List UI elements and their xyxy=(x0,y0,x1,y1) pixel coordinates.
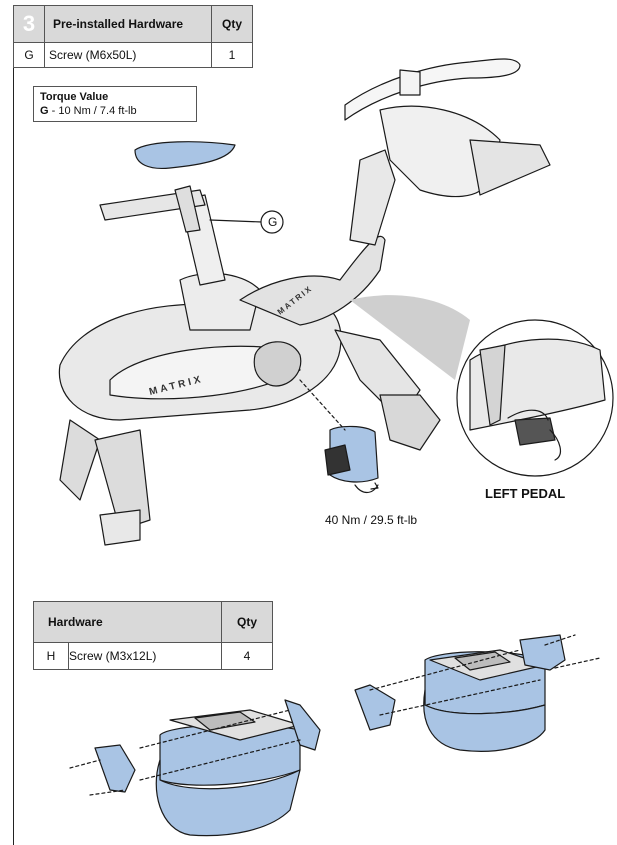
hardware-table-title: Hardware xyxy=(33,601,222,643)
preinstalled-hardware-table: 3 Pre-installed Hardware Qty G Screw (M6… xyxy=(13,5,253,68)
pedal-torque-label: 40 Nm / 29.5 ft-lb xyxy=(325,513,418,527)
callout-g-label: G xyxy=(268,215,278,229)
seat xyxy=(134,141,236,170)
qty-header: Qty xyxy=(211,5,253,43)
torque-title: Torque Value xyxy=(40,91,109,103)
callout-g-circle xyxy=(260,210,284,234)
hardware-name: Screw (M3x12L) xyxy=(68,642,222,670)
hardware-qty: 4 xyxy=(221,642,273,670)
torque-value: - 10 Nm / 7.4 ft-lb xyxy=(51,105,137,117)
pedal-assembly-right xyxy=(354,634,601,752)
table-row: H Screw (M3x12L) 4 xyxy=(33,642,273,670)
hardware-table: Hardware Qty H Screw (M3x12L) 4 xyxy=(33,601,273,670)
handlebar xyxy=(344,58,551,246)
detail-loupe xyxy=(350,295,614,477)
table-row: G Screw (M6x50L) 1 xyxy=(13,42,253,68)
page-margin-line xyxy=(13,5,14,845)
step-number: 3 xyxy=(13,5,45,43)
hardware-qty: 1 xyxy=(211,42,253,68)
torque-value-box: Torque Value G - 10 Nm / 7.4 ft-lb xyxy=(33,86,197,122)
hardware-id: H xyxy=(33,642,69,670)
hardware-qty-header: Qty xyxy=(221,601,273,643)
seat-post xyxy=(99,141,236,286)
torque-hardware-id: G xyxy=(40,105,49,117)
table-title: Pre-installed Hardware xyxy=(44,5,212,43)
hardware-id: G xyxy=(13,42,45,68)
bike-frame xyxy=(58,235,441,546)
pedal-assembly-left xyxy=(69,699,321,837)
hardware-name: Screw (M6x50L) xyxy=(44,42,212,68)
left-pedal-caption: LEFT PEDAL xyxy=(485,486,566,501)
pedal-near-bike xyxy=(324,425,379,494)
